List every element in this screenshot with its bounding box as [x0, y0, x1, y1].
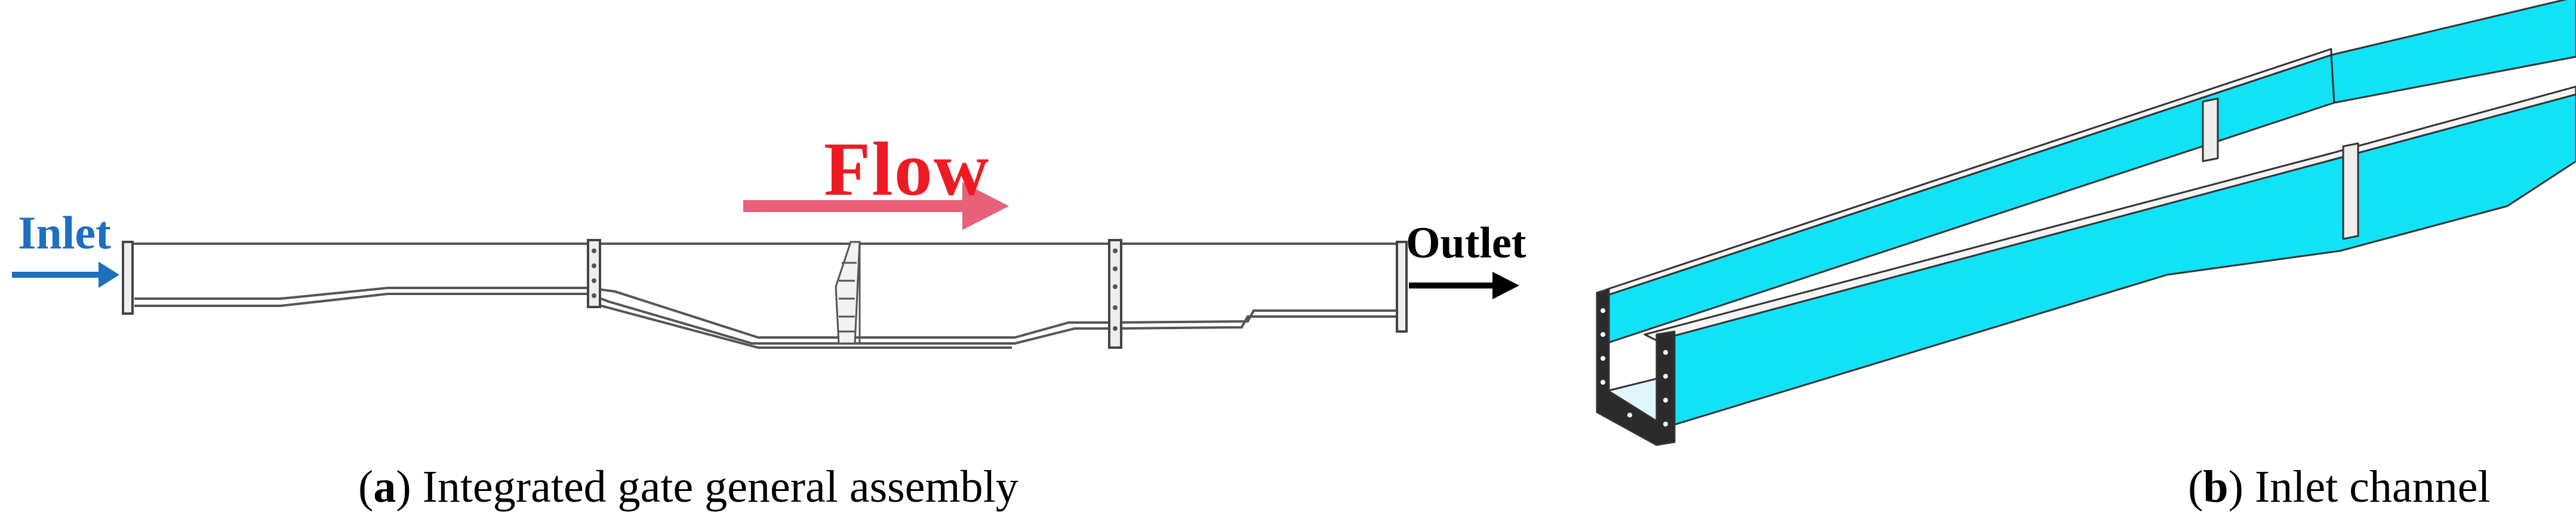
- panel-a-gate-assembly: Inlet Flow Outlet (a) Integrated gate ge…: [12, 127, 1526, 513]
- caption-b-close: ): [2228, 462, 2243, 512]
- gate-assembly-drawing: [12, 182, 1519, 349]
- caption-a-text: Integrated gate general assembly: [411, 462, 1018, 512]
- flanges: [122, 239, 1408, 349]
- outlet-arrow: [1409, 272, 1519, 299]
- inlet-arrow: [12, 262, 119, 288]
- gate-leaf: [835, 241, 861, 345]
- caption-a-letter: a: [373, 462, 396, 512]
- caption-a-close: ): [396, 462, 411, 512]
- caption-a-open: (: [358, 462, 374, 512]
- caption-a: (a) Integrated gate general assembly: [358, 461, 1018, 513]
- caption-b-open: (: [2188, 462, 2203, 512]
- caption-b: (b) Inlet channel: [2188, 461, 2491, 513]
- outlet-label: Outlet: [1406, 219, 1526, 268]
- end-flange-bolts: [1601, 308, 1668, 426]
- inlet-channel-3d: [1596, 0, 2576, 446]
- back-wall-extension: [2330, 0, 2576, 104]
- end-flange: [1596, 288, 1676, 446]
- caption-b-letter: b: [2203, 462, 2229, 512]
- gate-body: [130, 243, 1403, 349]
- caption-b-text: Inlet channel: [2243, 462, 2491, 512]
- flow-arrow: [743, 182, 1009, 230]
- panel-b-inlet-channel: (b) Inlet channel: [1540, 0, 2576, 531]
- joint-flange-rear: [2202, 97, 2219, 162]
- flange-bolts: [592, 248, 1118, 331]
- inlet-label: Inlet: [18, 207, 111, 259]
- joint-flange-front: [2342, 142, 2359, 240]
- flow-label: Flow: [824, 127, 990, 211]
